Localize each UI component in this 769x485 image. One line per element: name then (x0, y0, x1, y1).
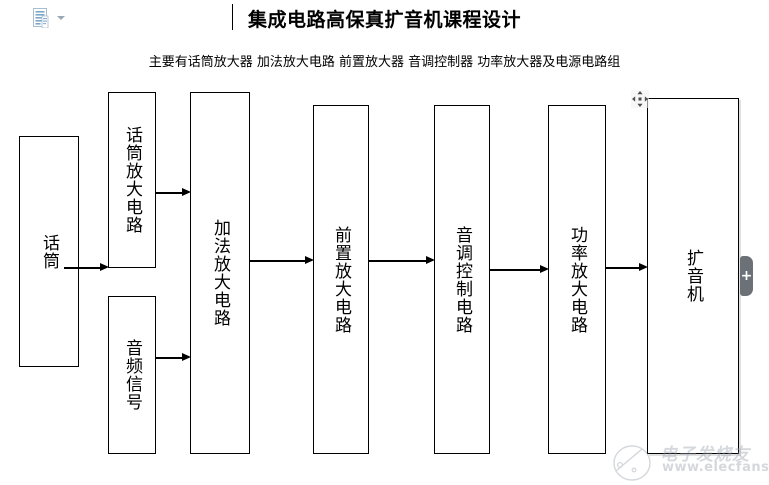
arrow-audiosignal-to-adder[interactable] (155, 353, 191, 361)
arrow-shaft (64, 267, 101, 269)
watermark-url: www.elecfans.com (662, 460, 769, 475)
arrow-head (182, 353, 191, 361)
diagram-box-tone-control[interactable]: 音调控制电路 (434, 105, 490, 454)
diagram-box-label: 扩音机 (683, 249, 703, 303)
diagram-box-adder-amp[interactable]: 加法放大电路 (190, 92, 250, 454)
chevron-down-icon[interactable] (57, 16, 65, 20)
diagram-box-mic-amp[interactable]: 话筒放大电路 (108, 92, 156, 268)
arrow-tone-to-poweramp[interactable] (490, 265, 549, 273)
diagram-box-loudspeaker[interactable]: 扩音机 (647, 98, 739, 454)
diagram-box-label: 前置放大电路 (331, 225, 351, 334)
add-shape-button[interactable]: + (740, 256, 753, 296)
arrow-shaft (155, 357, 183, 359)
diagram-box-label: 音调控制电路 (452, 225, 472, 334)
arrow-poweramp-to-speaker[interactable] (606, 263, 648, 271)
page-subtitle: 主要有话筒放大器 加法放大电路 前置放大器 音调控制器 功率放大器及电源电路组 (148, 55, 621, 70)
arrow-micamp-to-adder[interactable] (155, 188, 191, 196)
diagram-box-label: 加法放大电路 (210, 219, 230, 327)
arrow-shaft (369, 260, 427, 262)
diagram-box-label: 音频信号 (122, 339, 142, 411)
document-page-icon[interactable] (33, 8, 49, 29)
move-four-arrows-icon[interactable] (631, 90, 649, 108)
arrow-adder-to-preamp[interactable] (250, 256, 314, 264)
diagram-box-label: 功率放大电路 (567, 225, 587, 334)
text-cursor (232, 4, 233, 30)
arrow-mic-to-micamp[interactable] (64, 263, 109, 271)
diagram-box-audio-signal[interactable]: 音频信号 (108, 296, 156, 454)
page-title: 集成电路高保真扩音机课程设计 (247, 9, 521, 31)
document-icon-group[interactable] (33, 8, 81, 30)
arrow-head (100, 263, 109, 271)
arrow-head (305, 256, 314, 264)
arrow-preamp-to-tone[interactable] (369, 256, 435, 264)
arrow-shaft (490, 269, 541, 271)
diagram-box-label: 话筒 (39, 233, 59, 270)
arrow-shaft (250, 260, 306, 262)
arrow-shaft (155, 192, 183, 194)
arrow-head (426, 256, 435, 264)
arrow-head (182, 188, 191, 196)
arrow-head (540, 265, 549, 273)
arrow-head (639, 263, 648, 271)
diagram-box-label: 话筒放大电路 (122, 126, 142, 234)
diagram-box-power-amp[interactable]: 功率放大电路 (548, 105, 606, 454)
arrow-shaft (606, 267, 640, 269)
diagram-box-microphone[interactable]: 话筒 (19, 136, 79, 367)
diagram-box-preamp[interactable]: 前置放大电路 (313, 105, 369, 454)
